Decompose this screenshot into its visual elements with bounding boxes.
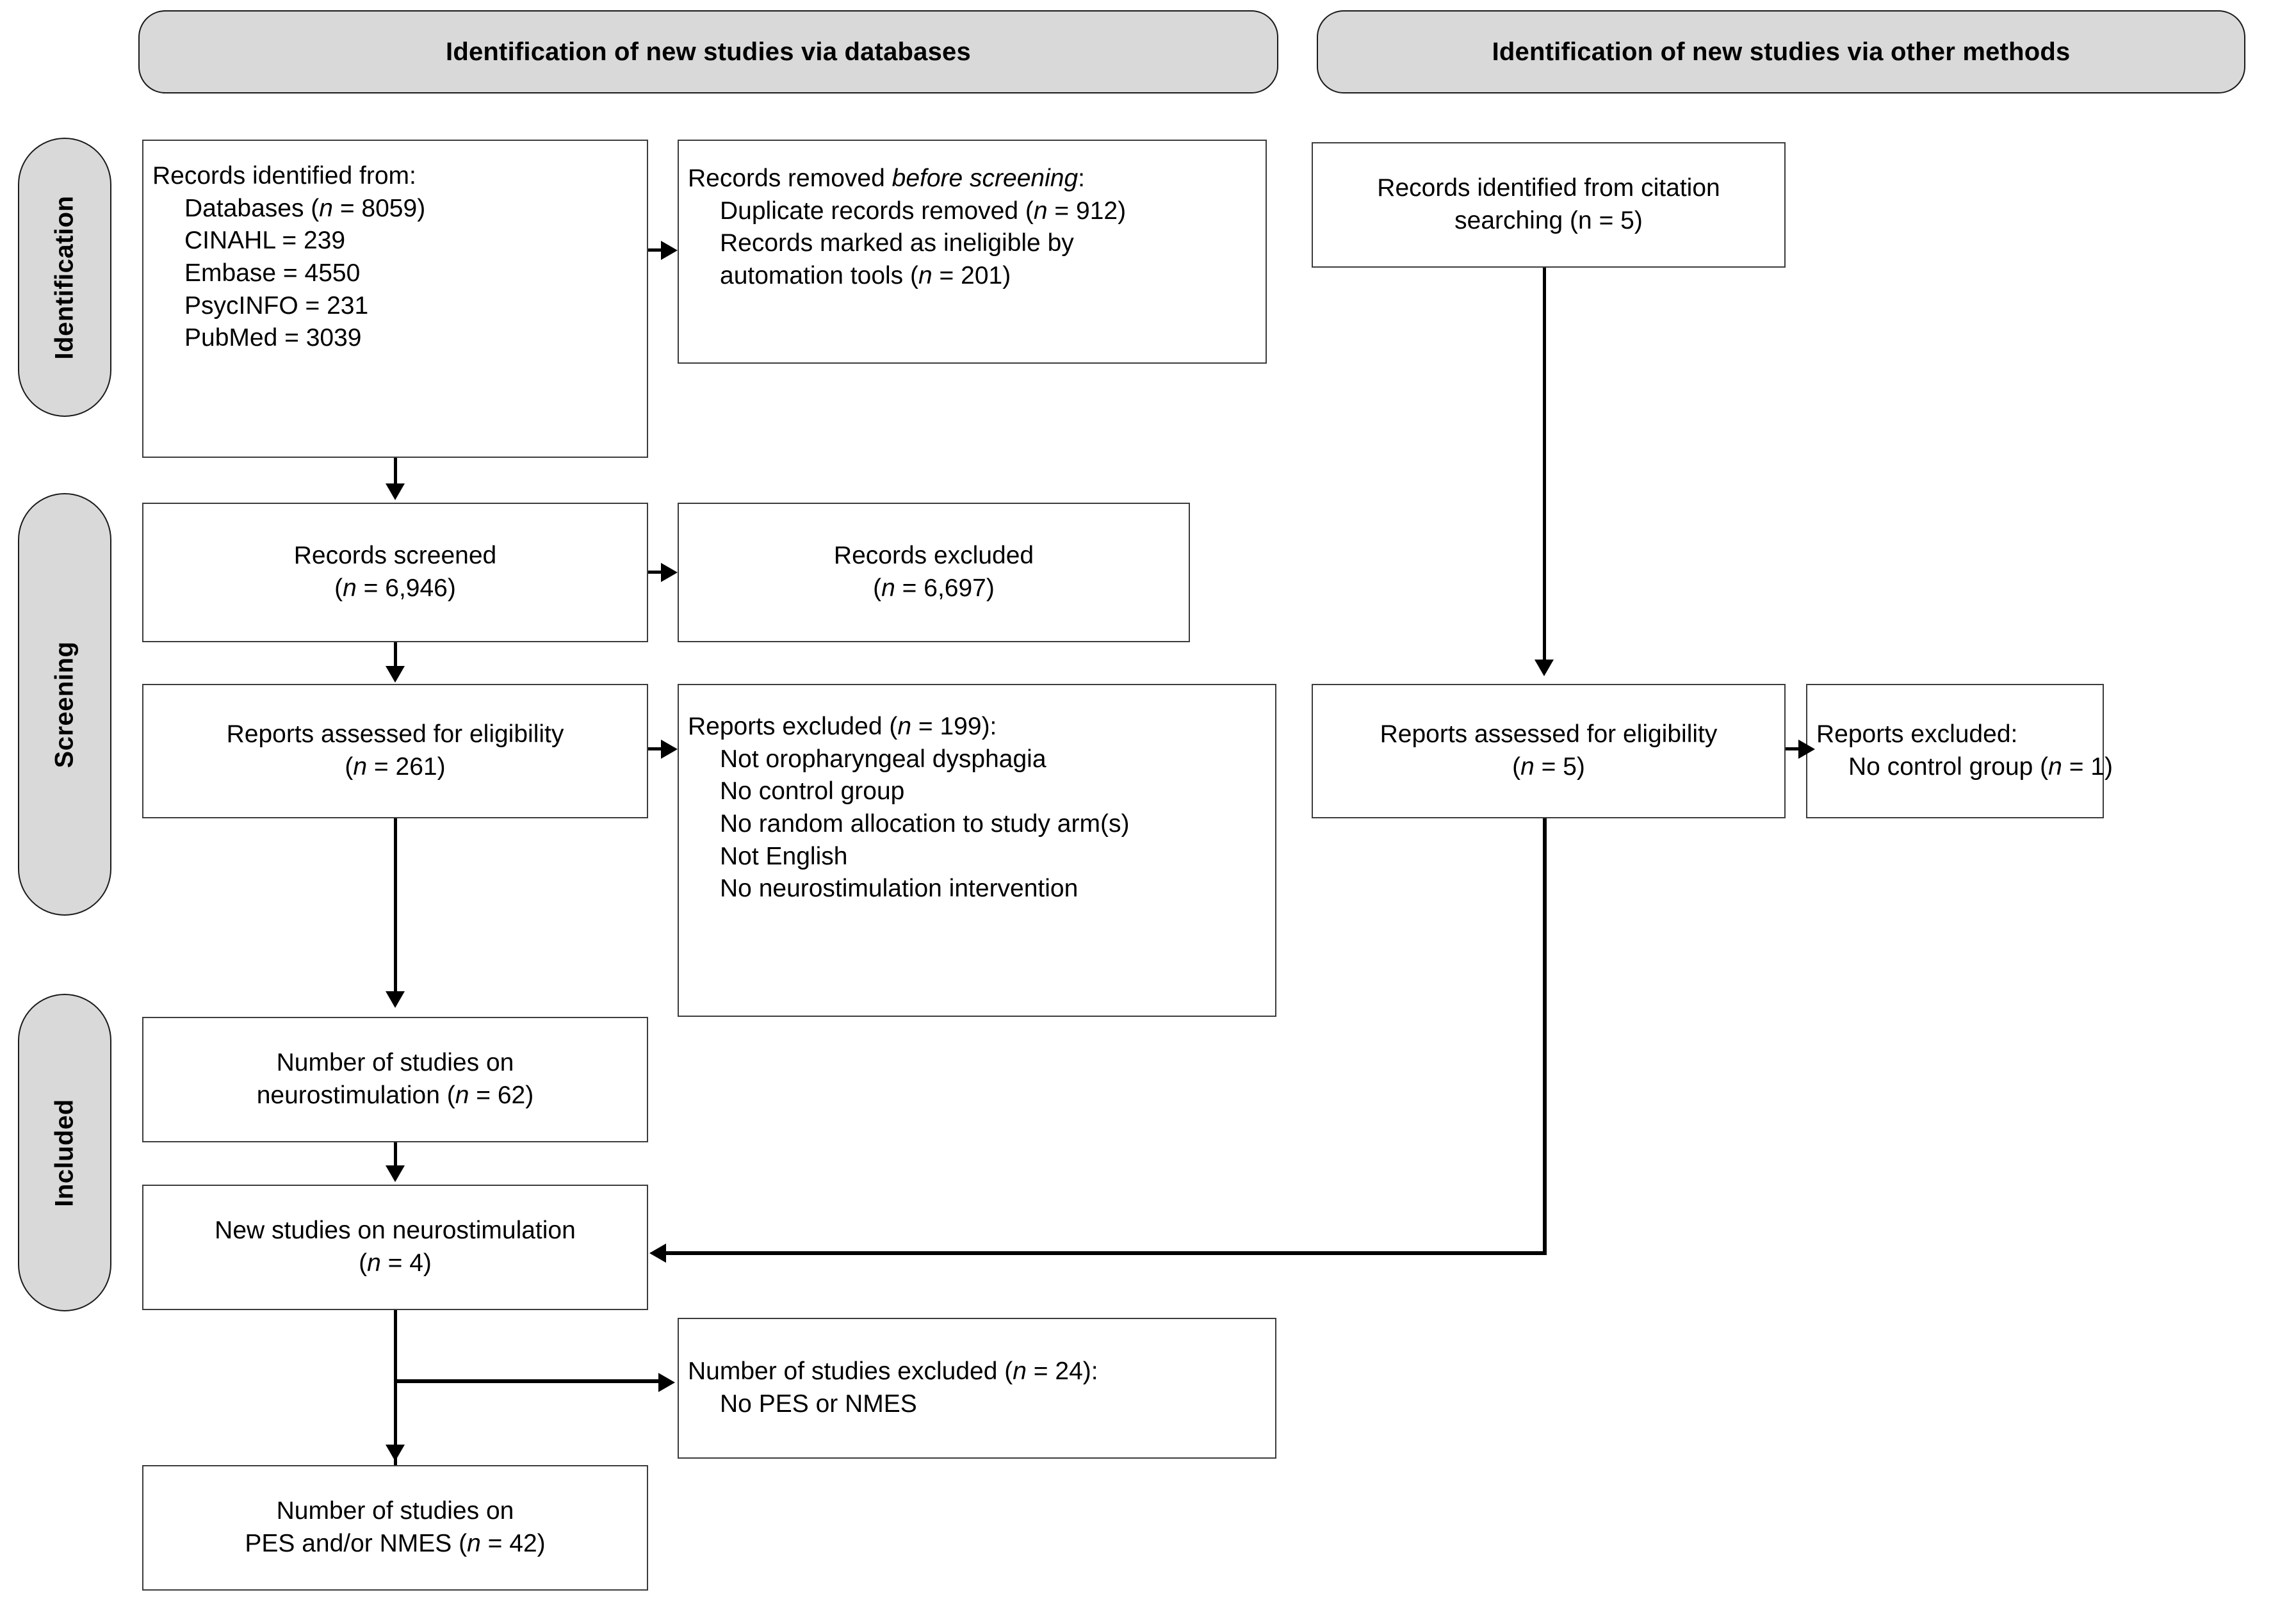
arrowhead-eligibility-to-reports-excluded	[661, 740, 678, 759]
reports-excluded-reason-1: No control group	[720, 777, 905, 806]
connector-eligibility-to-reports-excluded	[648, 747, 662, 750]
arrowhead-new-studies-to-final	[386, 1445, 405, 1461]
other-excluded-line2: No control group (n = 1)	[1848, 753, 2113, 781]
header-databases-label: Identification of new studies via databa…	[446, 37, 971, 66]
reports-excluded-reason-0: Not oropharyngeal dysphagia	[720, 745, 1046, 773]
records-removed-ineligible-1: Records marked as ineligible by	[720, 229, 1074, 257]
box-new-studies-neurostimulation: New studies on neurostimulation (n = 4)	[142, 1185, 648, 1310]
stage-pill-included: Included	[18, 994, 111, 1311]
connector-eligibility-to-studies-neurostim	[394, 818, 397, 993]
records-screened-line2: (n = 6,946)	[334, 574, 456, 602]
arrowhead-screened-to-excluded	[661, 563, 678, 582]
box-studies-on-neurostimulation: Number of studies on neurostimulation (n…	[142, 1017, 648, 1142]
records-identified-heading: Records identified from:	[152, 162, 416, 190]
connector-other-to-new-studies-vertical	[1543, 818, 1547, 1254]
connector-citation-to-eligibility-other	[1543, 268, 1546, 661]
arrowhead-identified-to-screened	[386, 483, 405, 500]
records-identified-psycinfo: PsycINFO = 231	[184, 291, 369, 320]
stage-included-label: Included	[50, 1098, 79, 1207]
studies-excluded-heading: Number of studies excluded (n = 24):	[688, 1358, 1098, 1386]
arrowhead-other-to-new-studies	[649, 1244, 666, 1263]
stage-pill-identification: Identification	[18, 138, 111, 417]
box-records-citation-searching: Records identified from citation searchi…	[1312, 142, 1786, 268]
arrowhead-screened-to-eligibility	[386, 666, 405, 683]
records-identified-cinahl: CINAHL = 239	[184, 227, 346, 255]
citation-line1: Records identified from citation	[1377, 174, 1720, 202]
reports-excluded-reason-4: No neurostimulation intervention	[720, 875, 1079, 903]
box-records-removed-before-screening: Records removed before screening: Duplic…	[678, 140, 1267, 364]
records-removed-ineligible-2: automation tools (n = 201)	[720, 262, 1011, 290]
arrowhead-eligibility-other-to-excluded-other	[1798, 740, 1815, 759]
arrowhead-citation-to-eligibility-other	[1535, 660, 1554, 676]
records-identified-embase: Embase = 4550	[184, 259, 361, 288]
box-records-screened: Records screened (n = 6,946)	[142, 503, 648, 642]
box-records-excluded: Records excluded (n = 6,697)	[678, 503, 1190, 642]
records-identified-databases: Databases (n = 8059)	[184, 194, 426, 222]
box-reports-excluded-databases: Reports excluded (n = 199): Not orophary…	[678, 684, 1276, 1017]
new-studies-line1: New studies on neurostimulation	[215, 1217, 576, 1245]
box-final-studies-pes-nmes: Number of studies on PES and/or NMES (n …	[142, 1465, 648, 1591]
reports-excluded-reason-3: Not English	[720, 842, 848, 870]
connector-screened-to-eligibility	[394, 642, 397, 667]
records-excluded-line2: (n = 6,697)	[873, 574, 995, 602]
box-studies-excluded-no-pes-nmes: Number of studies excluded (n = 24): No …	[678, 1318, 1276, 1459]
eligibility-other-line2: (n = 5)	[1512, 753, 1585, 781]
connector-identified-to-screened	[394, 458, 397, 485]
connector-new-studies-to-studies-excluded	[394, 1379, 660, 1383]
studies-neurostim-line2: neurostimulation (n = 62)	[256, 1082, 534, 1109]
stage-pill-screening: Screening	[18, 493, 111, 916]
reports-excluded-reason-2: No random allocation to study arm(s)	[720, 810, 1130, 838]
arrowhead-eligibility-to-studies-neurostim	[386, 991, 405, 1008]
records-removed-duplicates: Duplicate records removed (n = 912)	[720, 197, 1127, 225]
eligibility-db-line2: (n = 261)	[345, 753, 446, 781]
eligibility-db-line1: Reports assessed for eligibility	[226, 720, 564, 749]
final-line2: PES and/or NMES (n = 42)	[245, 1530, 546, 1557]
studies-excluded-reason: No PES or NMES	[720, 1390, 917, 1418]
reports-excluded-heading: Reports excluded (n = 199):	[688, 713, 997, 740]
arrowhead-identified-to-removed	[661, 241, 678, 260]
studies-neurostim-line1: Number of studies on	[276, 1049, 514, 1077]
connector-new-studies-to-final	[394, 1310, 397, 1466]
box-reports-assessed-databases: Reports assessed for eligibility (n = 26…	[142, 684, 648, 818]
connector-eligibility-other-to-excluded-other	[1786, 747, 1800, 750]
connector-screened-to-excluded	[648, 571, 662, 574]
records-screened-line1: Records screened	[293, 542, 497, 570]
records-identified-pubmed: PubMed = 3039	[184, 324, 362, 352]
new-studies-line2: (n = 4)	[359, 1249, 432, 1277]
connector-other-to-new-studies-horizontal	[666, 1251, 1547, 1255]
final-line1: Number of studies on	[276, 1497, 514, 1525]
header-pill-other-methods: Identification of new studies via other …	[1317, 10, 2245, 93]
box-reports-assessed-other: Reports assessed for eligibility (n = 5)	[1312, 684, 1786, 818]
eligibility-other-line1: Reports assessed for eligibility	[1380, 720, 1718, 749]
arrowhead-studies-neurostim-to-new-studies	[386, 1165, 405, 1182]
stage-identification-label: Identification	[50, 195, 79, 359]
box-reports-excluded-other: Reports excluded: No control group (n = …	[1806, 684, 2113, 818]
connector-studies-neurostim-to-new-studies	[394, 1142, 397, 1167]
other-excluded-line1: Reports excluded:	[1816, 720, 2018, 749]
records-removed-heading: Records removed before screening:	[688, 165, 1086, 192]
header-other-methods-label: Identification of new studies via other …	[1492, 37, 2071, 66]
header-pill-databases: Identification of new studies via databa…	[138, 10, 1278, 93]
records-excluded-line1: Records excluded	[833, 542, 1034, 570]
arrowhead-new-studies-to-studies-excluded	[658, 1373, 675, 1392]
box-records-identified: Records identified from: Databases (n = …	[142, 140, 648, 458]
stage-screening-label: Screening	[50, 641, 79, 768]
connector-identified-to-removed	[648, 248, 662, 252]
citation-line2: searching (n = 5)	[1454, 207, 1643, 234]
